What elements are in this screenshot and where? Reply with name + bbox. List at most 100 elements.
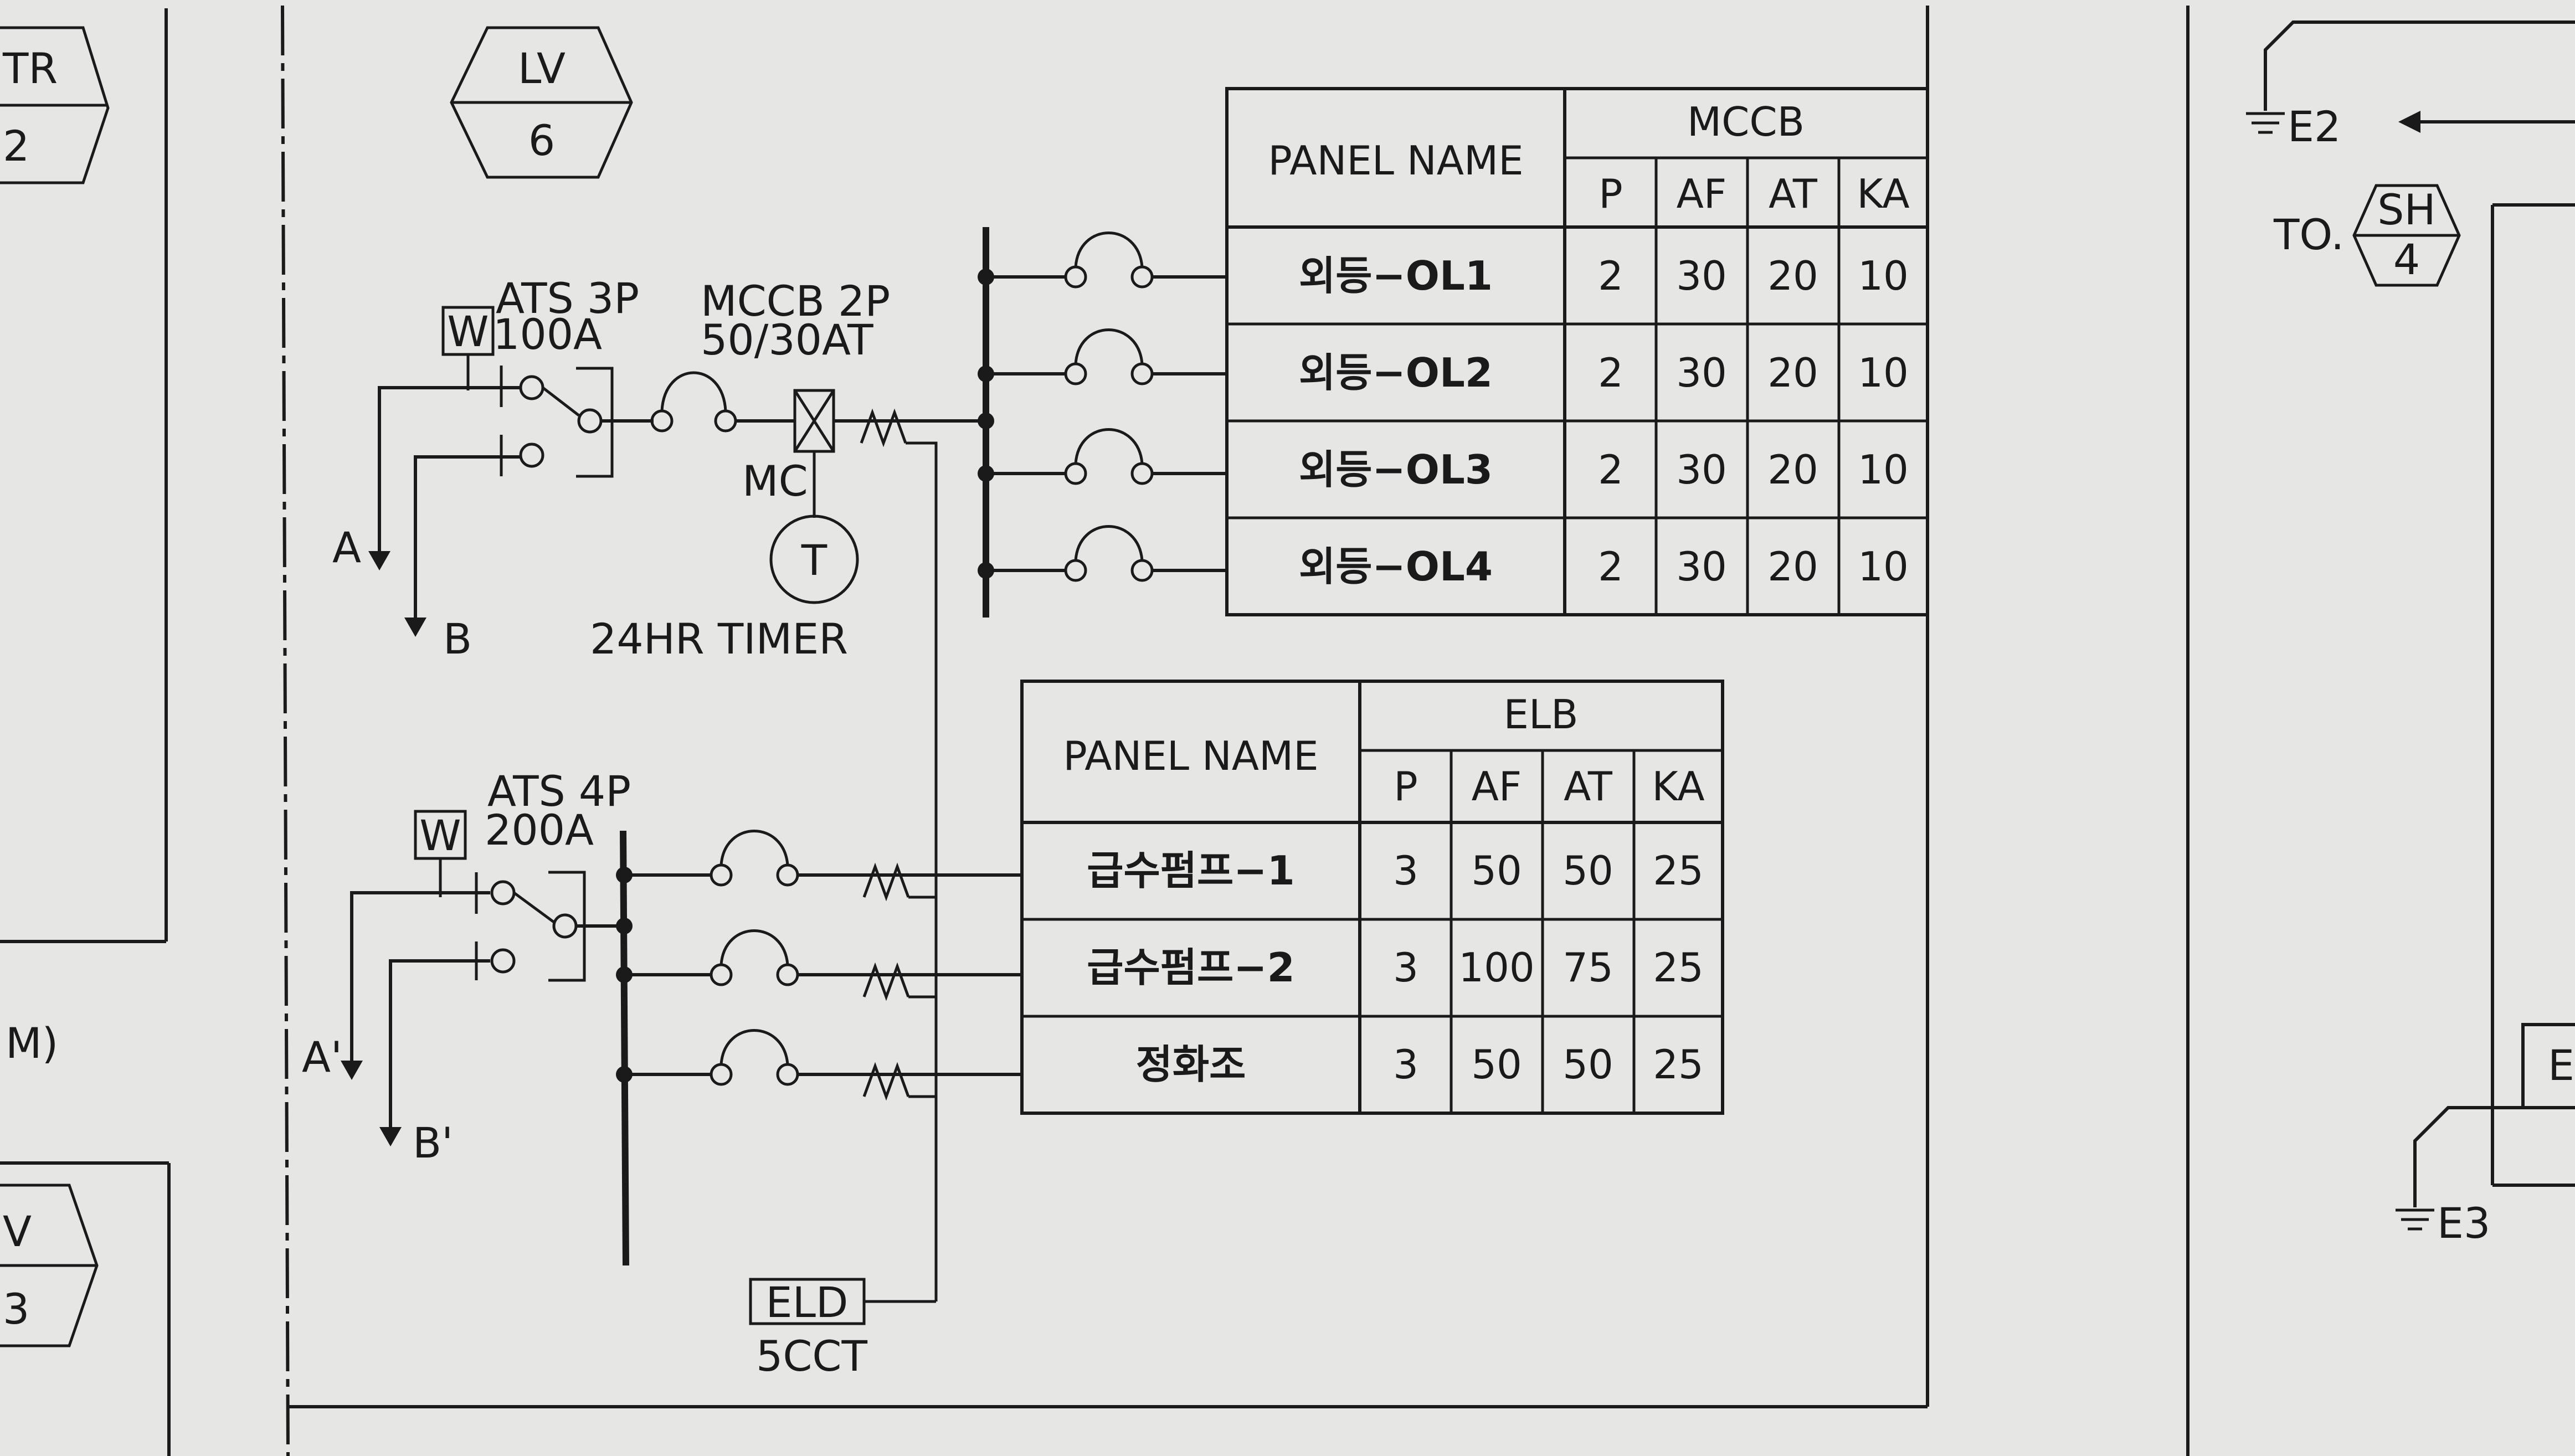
elb-row-3: 정화조 3 50 50 25 xyxy=(1136,1041,1704,1088)
elb-cell-ka: 25 xyxy=(1653,944,1704,991)
timer-symbol: T xyxy=(801,536,828,585)
mccb-cell-ka: 10 xyxy=(1858,253,1909,299)
mccb-col-ka: KA xyxy=(1857,171,1909,217)
elb-col-at: AT xyxy=(1564,763,1613,810)
mccb-cell-af: 30 xyxy=(1676,253,1727,299)
elb-row-name: 급수펌프−2 xyxy=(1087,944,1294,991)
left-m-label: M) xyxy=(6,1018,58,1068)
elb-group-header: ELB xyxy=(1504,691,1579,738)
mccb-cell-ka: 10 xyxy=(1858,543,1909,590)
to-label: TO. xyxy=(2273,210,2344,259)
e3-label: E3 xyxy=(2437,1198,2490,1248)
upper-w-label: W xyxy=(447,307,489,356)
lv-6-hexagon: LV 6 xyxy=(450,26,633,179)
source-a-prime-label: A' xyxy=(302,1032,342,1082)
elb-cell-af: 50 xyxy=(1471,1041,1522,1088)
mccb-panel-name-header: PANEL NAME xyxy=(1268,137,1523,184)
eld-relay: ELD 5CCT xyxy=(749,1278,936,1381)
elb-col-af: AF xyxy=(1472,763,1522,810)
mccb-group-header: MCCB xyxy=(1687,99,1805,145)
mccb-cell-at: 20 xyxy=(1767,446,1818,493)
magnetic-contactor: MC T 24HR TIMER xyxy=(590,389,986,663)
elb-cell-af: 50 xyxy=(1471,847,1522,894)
mccb-cell-af: 30 xyxy=(1676,543,1727,590)
mccb-table: PANEL NAME MCCB P AF AT KA 외등−OL1 2 30 2… xyxy=(1225,87,1929,616)
feeder-ol3 xyxy=(978,428,1227,485)
timer-label: 24HR TIMER xyxy=(590,614,848,663)
eld-box-label: ELD xyxy=(766,1278,849,1327)
e3-ground: E3 xyxy=(2396,1106,2575,1248)
lv-left-mark-top: V xyxy=(3,1207,32,1256)
mccb-cell-at: 20 xyxy=(1767,253,1818,299)
edge-e-label: E xyxy=(2548,1041,2574,1090)
mccb-cell-p: 2 xyxy=(1598,543,1623,590)
mccb-row-4: 외등−OL4 2 30 20 10 xyxy=(1299,543,1909,590)
elb-row-1: 급수펌프−1 3 50 50 25 xyxy=(1087,847,1704,894)
tr-hexagon-mark: TR 2 xyxy=(0,26,110,184)
arrow-to-sh xyxy=(2398,111,2575,133)
lower-ats-type: ATS 4P xyxy=(487,766,631,816)
elb-cell-at: 50 xyxy=(1563,1041,1613,1088)
lower-w-label: W xyxy=(419,811,461,860)
mccb-cell-at: 20 xyxy=(1767,349,1818,396)
mc-label: MC xyxy=(742,456,808,506)
mccb-cell-ka: 10 xyxy=(1858,349,1909,396)
elb-panel-name-header: PANEL NAME xyxy=(1063,733,1318,779)
elb-row-name: 급수펌프−1 xyxy=(1087,847,1294,894)
elb-cell-ka: 25 xyxy=(1653,847,1704,894)
feeder-septic xyxy=(616,1029,1022,1101)
upper-ats-rating: 100A xyxy=(493,310,602,359)
source-b-label: B xyxy=(443,614,472,663)
mccb-col-p: P xyxy=(1599,171,1622,217)
elb-col-ka: KA xyxy=(1652,763,1704,810)
upper-ats-3p: W ATS 3P 100A A B xyxy=(332,274,654,663)
sh-mark-top: SH xyxy=(2377,185,2435,234)
feeder-ol4 xyxy=(978,525,1227,582)
source-a-label: A xyxy=(332,523,361,572)
sh-mark-bottom: 4 xyxy=(2393,235,2420,284)
feeder-pump-2 xyxy=(616,929,1022,1001)
lv-left-hexagon-mark: V 3 xyxy=(0,1184,99,1347)
elb-col-p: P xyxy=(1394,763,1417,810)
upper-mccb-type: MCCB 2P xyxy=(701,276,890,326)
elb-table: PANEL NAME ELB P AF AT KA 급수펌프−1 3 50 50… xyxy=(1020,680,1724,1115)
tr-mark-bottom: 2 xyxy=(3,121,29,171)
mccb-cell-af: 30 xyxy=(1676,349,1727,396)
mccb-cell-ka: 10 xyxy=(1858,446,1909,493)
elb-cell-af: 100 xyxy=(1458,944,1534,991)
mccb-row-name: 외등−OL1 xyxy=(1299,253,1493,299)
feeder-ol2 xyxy=(978,328,1227,385)
upper-mccb-rating: 50/30AT xyxy=(701,315,873,364)
upper-ats-type: ATS 3P xyxy=(496,274,639,323)
lv-left-mark-bottom: 3 xyxy=(3,1284,29,1334)
mccb-col-at: AT xyxy=(1769,171,1818,217)
lower-bus-bar xyxy=(620,830,629,1266)
mccb-row-name: 외등−OL2 xyxy=(1299,349,1493,396)
mccb-row-1: 외등−OL1 2 30 20 10 xyxy=(1299,253,1909,299)
mccb-cell-af: 30 xyxy=(1676,446,1727,493)
elb-cell-p: 3 xyxy=(1393,944,1418,991)
elb-cell-at: 75 xyxy=(1563,944,1613,991)
lower-ats-4p: W ATS 4P 200A A' B' xyxy=(302,766,631,1167)
mccb-row-name: 외등−OL4 xyxy=(1299,543,1493,590)
feeder-ol1 xyxy=(978,231,1227,289)
upper-mccb-2p: MCCB 2P 50/30AT xyxy=(650,276,890,433)
mccb-row-2: 외등−OL2 2 30 20 10 xyxy=(1299,349,1909,396)
eld-cct-label: 5CCT xyxy=(756,1331,867,1381)
sh-4-hexagon: SH 4 xyxy=(2352,184,2461,287)
timer-circle xyxy=(769,515,859,604)
mccb-cell-at: 20 xyxy=(1767,543,1818,590)
upper-feeders xyxy=(978,231,1227,582)
e2-label: E2 xyxy=(2288,102,2341,151)
eld-box xyxy=(749,1278,866,1325)
mccb-row-3: 외등−OL3 2 30 20 10 xyxy=(1299,446,1909,493)
elb-row-name: 정화조 xyxy=(1136,1041,1246,1088)
elb-row-2: 급수펌프−2 3 100 75 25 xyxy=(1087,944,1704,991)
elb-cell-ka: 25 xyxy=(1653,1041,1704,1088)
lower-ats-rating: 200A xyxy=(485,805,594,855)
source-b-prime-label: B' xyxy=(413,1118,453,1167)
mccb-cell-p: 2 xyxy=(1598,446,1623,493)
mccb-cell-p: 2 xyxy=(1598,253,1623,299)
